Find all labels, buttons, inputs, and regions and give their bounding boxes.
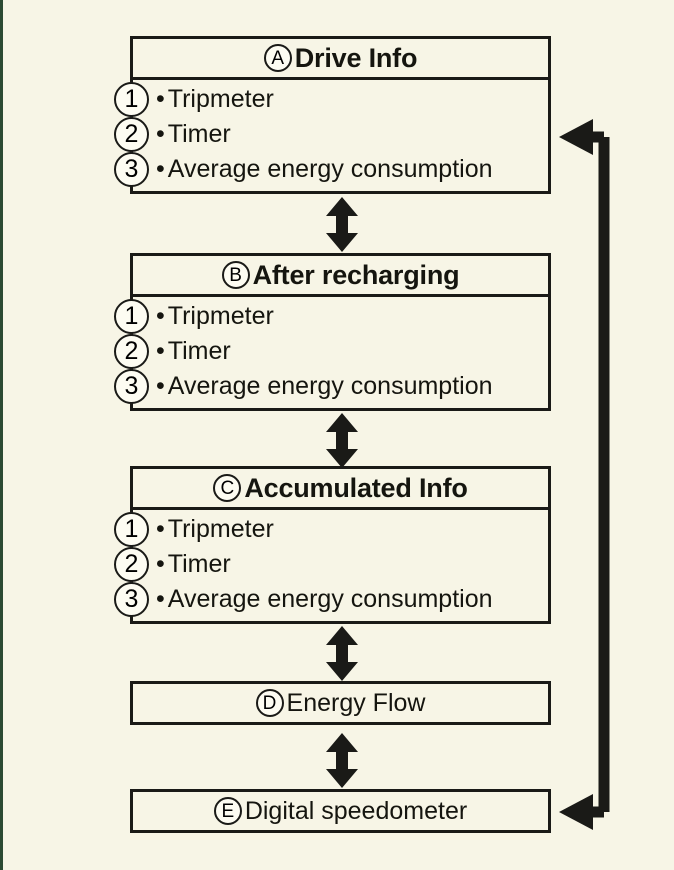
badge-letter-d: D [255, 689, 284, 717]
node-e-title: Digital speedometer [244, 796, 468, 825]
node-drive-info[interactable]: A Drive Info 1 • Tripmeter 2 • Timer 3 •… [114, 36, 551, 194]
list-item-label: Timer [167, 120, 231, 148]
node-d-title: Energy Flow [286, 688, 426, 717]
node-d-box: D Energy Flow [130, 681, 551, 725]
badge-number-1: 1 [114, 299, 149, 334]
node-a-header: A Drive Info [130, 36, 551, 80]
badge-number-3: 3 [114, 369, 149, 404]
list-item-label: Average energy consumption [167, 155, 493, 183]
list-item[interactable]: 1 • Tripmeter [114, 82, 548, 117]
node-accumulated-info[interactable]: C Accumulated Info 1 • Tripmeter 2 • Tim… [114, 466, 551, 624]
bullet-icon: • [156, 302, 165, 330]
bullet-icon: • [156, 155, 165, 183]
node-b-header: B After recharging [130, 253, 551, 297]
connector-d-e [326, 733, 358, 788]
list-item-label: Tripmeter [167, 85, 274, 113]
node-after-recharging[interactable]: B After recharging 1 • Tripmeter 2 • Tim… [114, 253, 551, 411]
badge-number-1: 1 [114, 512, 149, 547]
node-digital-speedometer[interactable]: E Digital speedometer [130, 789, 551, 833]
node-a-body: 1 • Tripmeter 2 • Timer 3 • Average ener… [114, 80, 551, 194]
bullet-icon: • [156, 550, 165, 578]
bullet-icon: • [156, 372, 165, 400]
node-c-body: 1 • Tripmeter 2 • Timer 3 • Average ener… [114, 510, 551, 624]
badge-letter-e: E [213, 797, 242, 825]
badge-number-2: 2 [114, 117, 149, 152]
bullet-icon: • [156, 120, 165, 148]
list-item-label: Timer [167, 337, 231, 365]
node-energy-flow[interactable]: D Energy Flow [130, 681, 551, 725]
list-item-label: Timer [167, 550, 231, 578]
bullet-icon: • [156, 585, 165, 613]
badge-number-2: 2 [114, 334, 149, 369]
connector-c-d [326, 626, 358, 681]
list-item[interactable]: 1 • Tripmeter [114, 512, 548, 547]
list-item[interactable]: 3 • Average energy consumption [114, 369, 548, 404]
node-b-body: 1 • Tripmeter 2 • Timer 3 • Average ener… [114, 297, 551, 411]
node-b-title: After recharging [252, 259, 460, 290]
list-item[interactable]: 3 • Average energy consumption [114, 152, 548, 187]
list-item-label: Tripmeter [167, 302, 274, 330]
list-item[interactable]: 1 • Tripmeter [114, 299, 548, 334]
node-e-box: E Digital speedometer [130, 789, 551, 833]
connector-b-c [326, 413, 358, 468]
node-c-title: Accumulated Info [244, 472, 468, 503]
list-item[interactable]: 2 • Timer [114, 547, 548, 582]
connector-a-b [326, 197, 358, 252]
list-item-label: Average energy consumption [167, 585, 493, 613]
list-item[interactable]: 2 • Timer [114, 334, 548, 369]
list-item[interactable]: 2 • Timer [114, 117, 548, 152]
list-item[interactable]: 3 • Average energy consumption [114, 582, 548, 617]
list-item-label: Tripmeter [167, 515, 274, 543]
bullet-icon: • [156, 337, 165, 365]
badge-number-3: 3 [114, 582, 149, 617]
node-c-header: C Accumulated Info [130, 466, 551, 510]
badge-letter-b: B [221, 261, 250, 289]
badge-letter-a: A [263, 44, 292, 72]
badge-number-2: 2 [114, 547, 149, 582]
bullet-icon: • [156, 85, 165, 113]
badge-letter-c: C [213, 474, 242, 502]
bullet-icon: • [156, 515, 165, 543]
badge-number-1: 1 [114, 82, 149, 117]
badge-number-3: 3 [114, 152, 149, 187]
node-a-title: Drive Info [294, 42, 418, 73]
list-item-label: Average energy consumption [167, 372, 493, 400]
